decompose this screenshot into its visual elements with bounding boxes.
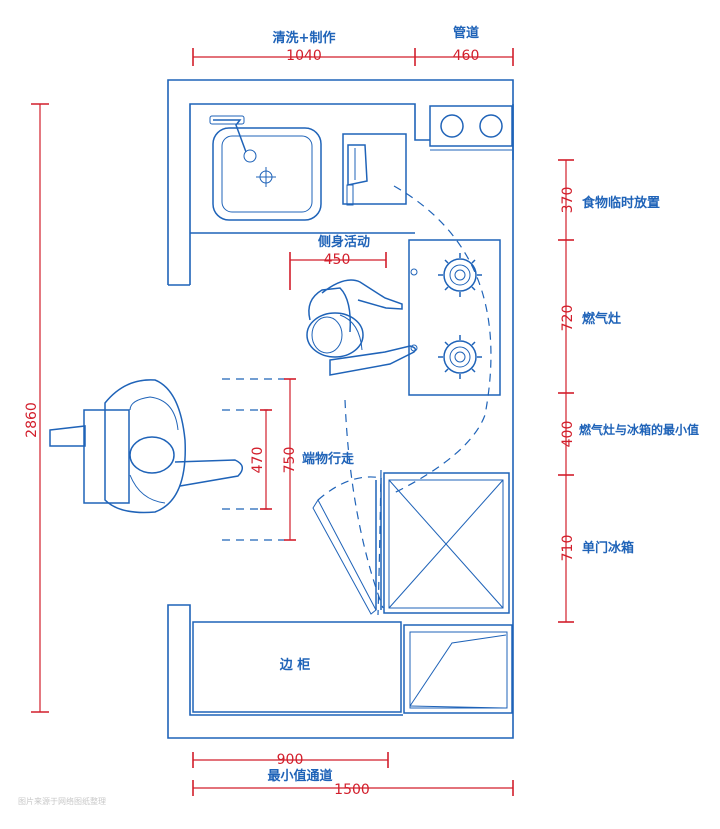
room-walls — [167, 79, 514, 739]
label-pipe: 管道 — [453, 25, 479, 41]
watermark: 图片来源于网络图纸整理 — [18, 797, 106, 806]
label-side-activity: 侧身活动 — [318, 234, 370, 250]
label-carry-walk: 端物行走 — [302, 451, 355, 467]
pipe-area — [429, 105, 513, 151]
label-washing-prep: 清洗+制作 — [273, 30, 336, 46]
fridge — [375, 472, 510, 614]
dim-right-food: 370 — [560, 187, 576, 214]
label-gas-stove: 燃气灶 — [582, 311, 621, 327]
dim-carry-inner: 470 — [250, 447, 266, 474]
person-cooking — [306, 279, 417, 376]
diagram-text: 清洗+制作 管道 1040 460 2860 侧身活动 450 470 750 … — [24, 25, 699, 798]
swing-arcs — [312, 185, 492, 616]
dim-right-fridge: 710 — [560, 535, 576, 562]
sink — [209, 115, 322, 221]
dim-right-gap: 400 — [560, 421, 576, 448]
lower-right-cabinet — [403, 624, 513, 714]
label-min-passage: 最小值通道 — [267, 768, 332, 784]
dim-bottom-total: 1500 — [334, 782, 370, 798]
dim-top-washing: 1040 — [286, 48, 322, 64]
burner-bottom — [438, 335, 482, 379]
cutting-board — [342, 133, 407, 206]
dim-right-stove: 720 — [560, 305, 576, 332]
dimension-lines — [31, 48, 574, 796]
person-carrying — [49, 379, 244, 514]
label-stove-fridge-min: 燃气灶与冰箱的最小值 — [579, 422, 699, 437]
dim-left-total: 2860 — [24, 402, 40, 438]
side-cabinet — [192, 621, 402, 713]
dim-carry-outer: 750 — [282, 447, 298, 474]
gas-stove — [408, 239, 501, 396]
label-single-door-fridge: 单门冰箱 — [582, 540, 634, 556]
walk-guides — [222, 378, 285, 541]
dim-side-activity: 450 — [324, 252, 351, 268]
burner-top — [438, 253, 482, 297]
label-food-temp-storage: 食物临时放置 — [582, 195, 660, 211]
dim-top-pipe: 460 — [453, 48, 480, 64]
label-side-cabinet: 边 柜 — [279, 657, 311, 673]
dim-bottom-passage: 900 — [277, 752, 304, 768]
